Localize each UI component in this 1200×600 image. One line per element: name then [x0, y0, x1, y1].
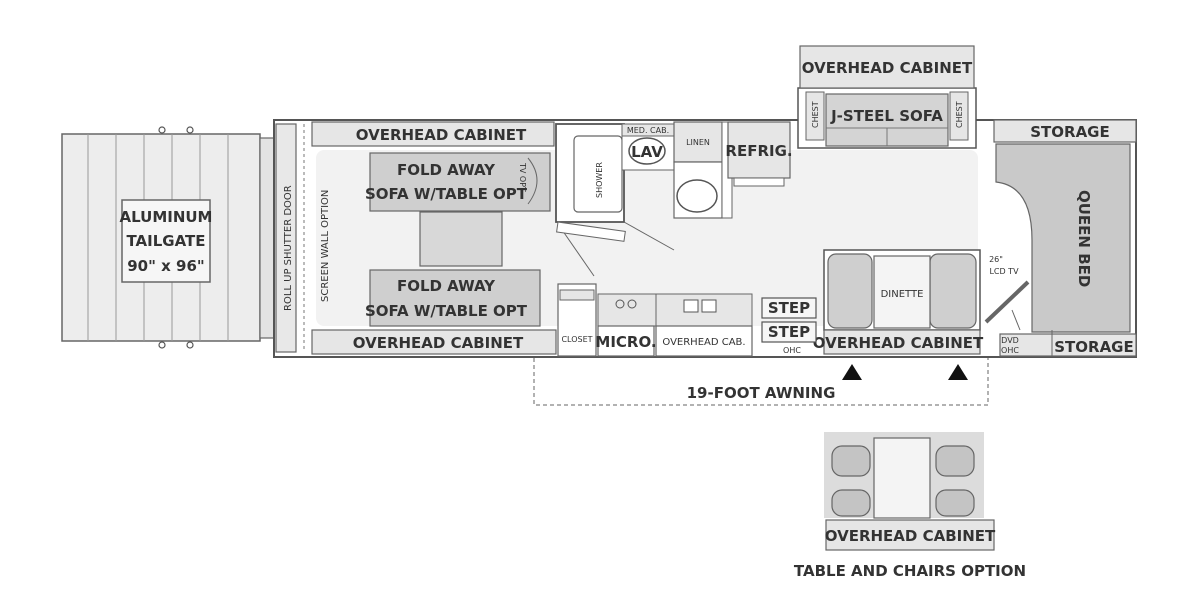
awning-marker-left: [842, 364, 862, 380]
toilet: [676, 179, 718, 213]
tv-opt-label: TV OPT: [518, 162, 527, 192]
roll-up-door-label: ROLL UP SHUTTER DOOR: [283, 185, 294, 311]
overhead-cab-kitchen: [655, 325, 753, 357]
dinette-label: DINETTE: [881, 289, 924, 300]
step-1-label: STEP: [768, 299, 810, 317]
center-table: [419, 211, 503, 267]
overhead-cabinet-bottom-left: OVERHEAD CABINET: [311, 329, 557, 355]
fold-away-sofa-top: FOLD AWAY SOFA W/TABLE OPT TV OPT: [365, 152, 551, 212]
awning: 19-FOOT AWNING: [533, 358, 989, 406]
ohc-step-label: OHC: [783, 346, 801, 355]
overhead-slide-label: OVERHEAD CABINET: [802, 59, 973, 77]
tailgate: ALUMINUM TAILGATE 90" x 96": [61, 126, 275, 349]
dinette-bench-left: [827, 253, 873, 329]
lcd-tv-label-2: LCD TV: [989, 267, 1019, 276]
chair-top-right: [935, 445, 975, 477]
linen-label: LINEN: [686, 138, 710, 147]
queen-bed-label: QUEEN BED: [1075, 190, 1093, 287]
step-2-label: STEP: [768, 323, 810, 341]
storage-bottom: [999, 333, 1137, 357]
tailgate-label-1: ALUMINUM: [120, 208, 213, 226]
option-overhead-label: OVERHEAD CABINET: [825, 527, 996, 545]
closet-label: CLOSET: [561, 335, 592, 344]
dinette-bench-right: [929, 253, 977, 329]
roll-up-shutter-door: ROLL UP SHUTTER DOOR: [275, 123, 297, 353]
chair-top-left: [831, 445, 871, 477]
overhead-dinette-label: OVERHEAD CABINET: [813, 334, 984, 352]
screen-wall-label: SCREEN WALL OPTION: [320, 190, 331, 302]
chair-bottom-right: [935, 489, 975, 517]
option-overhead-cabinet: [825, 519, 995, 551]
dinette-table: [873, 255, 931, 329]
overhead-cab-kitchen-label: OVERHEAD CAB.: [662, 337, 745, 348]
screen-wall-option: SCREEN WALL OPTION: [303, 124, 331, 352]
fold-away-sofa-bottom: FOLD AWAY SOFA W/TABLE OPT: [365, 269, 541, 327]
queen-bed: [995, 143, 1131, 333]
overhead-bottom-left-label: OVERHEAD CABINET: [353, 334, 524, 352]
shower-label: SHOWER: [595, 162, 604, 198]
awning-label: 19-FOOT AWNING: [687, 384, 836, 402]
fold-sofa-bottom-label-1: FOLD AWAY: [397, 277, 496, 295]
storage-top: [993, 119, 1137, 143]
dinette-slideout: DINETTE OVERHEAD CABINET: [813, 249, 984, 355]
lcd-tv-label-1: 26": [989, 255, 1003, 264]
linen: [673, 121, 723, 163]
tailgate-label-2: TAILGATE: [126, 232, 205, 250]
ohc-small-label: OHC: [1001, 346, 1019, 355]
option-table: [873, 437, 931, 519]
storage-bottom-label: STORAGE: [1054, 338, 1134, 356]
overhead-cabinet-slide: [799, 45, 975, 89]
lav-label: LAV: [631, 143, 663, 161]
step-lower: [761, 321, 817, 343]
chest-left-label: CHEST: [811, 101, 820, 128]
lcd-tv: [984, 280, 1030, 324]
chair-bottom-left: [831, 489, 871, 517]
microwave: [597, 325, 655, 357]
bedroom: STORAGE QUEEN BED STORAGE DVD OHC 26" LC…: [984, 119, 1137, 357]
fold-sofa-top-label-1: FOLD AWAY: [397, 161, 496, 179]
lav-sink: [628, 137, 666, 165]
kitchen: CLOSET MICRO. OVERHEAD CAB.: [557, 283, 753, 357]
overhead-cabinet-top-left: OVERHEAD CABINET: [311, 121, 555, 147]
dvd-label: DVD: [1001, 336, 1019, 345]
overhead-cabinet-dinette: [823, 329, 981, 355]
awning-marker-right: [948, 364, 968, 380]
refrig-label: REFRIG.: [725, 142, 792, 160]
fold-sofa-bottom-label-2: SOFA W/TABLE OPT: [365, 302, 528, 320]
storage-top-label: STORAGE: [1030, 123, 1110, 141]
overhead-top-left-label: OVERHEAD CABINET: [356, 126, 527, 144]
bathroom: SHOWER MED. CAB. LAV LINEN: [555, 121, 733, 277]
micro-label: MICRO.: [595, 333, 656, 351]
sofa-slideout: OVERHEAD CABINET CHEST CHEST J-STEEL SOF…: [797, 45, 977, 149]
tailgate-size: 90" x 96": [127, 257, 205, 275]
step-upper: [761, 297, 817, 319]
option-caption: TABLE AND CHAIRS OPTION: [794, 562, 1026, 580]
med-cab-label: MED. CAB.: [627, 126, 669, 135]
chest-right-label: CHEST: [955, 101, 964, 128]
sofa-label: J-STEEL SOFA: [830, 107, 943, 125]
refrigerator: REFRIG.: [725, 121, 793, 187]
table-chairs-option: OVERHEAD CABINET TABLE AND CHAIRS OPTION: [794, 432, 1026, 580]
shower: [573, 135, 623, 213]
entry-steps: STEP STEP OHC: [761, 297, 817, 355]
fold-sofa-top-label-2: SOFA W/TABLE OPT: [365, 185, 528, 203]
